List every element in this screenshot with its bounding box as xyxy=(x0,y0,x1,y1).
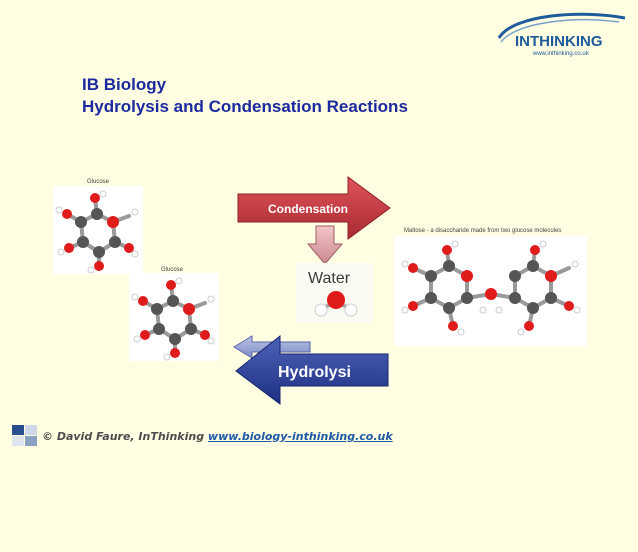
glucose-label-1: Glucose xyxy=(87,179,110,185)
title-line-1: IB Biology xyxy=(82,75,167,94)
hydrolysis-label: Hydrolysi xyxy=(278,364,351,381)
glucose-molecule-1 xyxy=(53,186,143,274)
condensation-arrow: Condensation xyxy=(237,176,391,265)
hydrolysis-arrow: Hydrolysi xyxy=(233,334,389,405)
footer-credit-text: © David Faure, InThinking xyxy=(42,430,208,443)
logo-brand: INTHINKING xyxy=(515,33,603,50)
maltose-molecule xyxy=(395,236,587,346)
inthinking-logo[interactable]: INTHINKING www.inthinking.co.uk xyxy=(493,8,629,58)
footer-squares-icon xyxy=(12,425,37,446)
title-line-2: Hydrolysis and Condensation Reactions xyxy=(82,97,408,116)
logo-swoosh-light xyxy=(500,19,620,43)
logo-url: www.inthinking.co.uk xyxy=(532,51,590,57)
condensation-label: Condensation xyxy=(268,202,348,216)
water-molecule: Water xyxy=(296,263,373,323)
glucose-molecule-2 xyxy=(129,273,219,361)
page-title: IB Biology Hydrolysis and Condensation R… xyxy=(82,74,408,118)
water-label: Water xyxy=(308,270,351,287)
logo-swoosh xyxy=(497,12,626,39)
footer-link[interactable]: www.biology-inthinking.co.uk xyxy=(207,430,393,443)
maltose-label: Maltose - a disaccharide made from two g… xyxy=(404,228,562,234)
footer-credit: © David Faure, InThinking www.biology-in… xyxy=(42,430,393,443)
glucose-label-2: Glucose xyxy=(161,267,184,273)
